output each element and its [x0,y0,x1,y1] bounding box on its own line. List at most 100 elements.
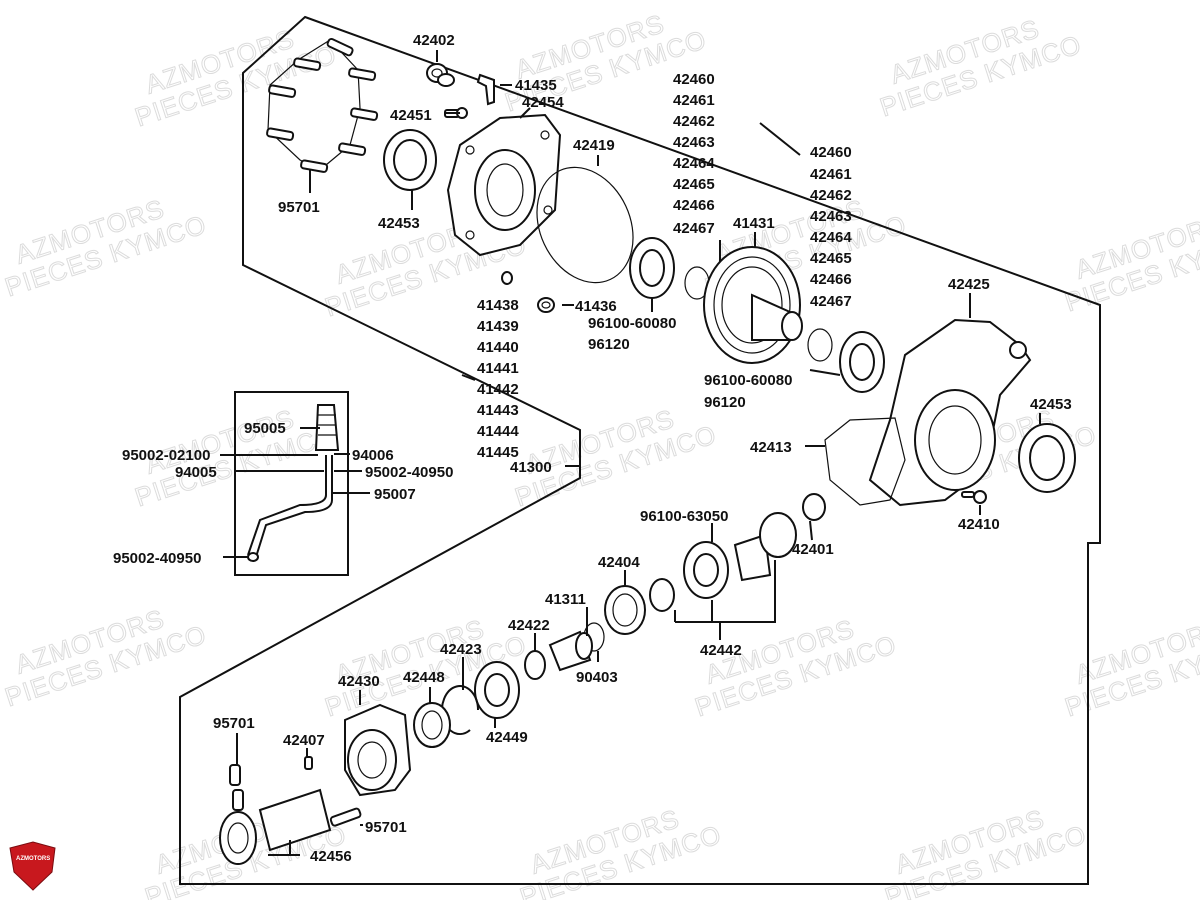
stack2-item: 42466 [810,271,852,288]
gasket-42413 [824,417,906,506]
stack3-item: 41445 [477,444,519,461]
leader-lines [220,50,1041,856]
nut-41436 [537,297,555,313]
stack2-item: 42467 [810,293,852,310]
stack3-item: 41444 [477,423,519,440]
bolt-ring-group [266,37,379,173]
breather-inset-box [234,391,349,576]
label-42413: 42413 [750,439,792,456]
label-42454: 42454 [522,94,564,111]
label-96120-right: 96120 [704,394,746,411]
pinion-gear [683,512,797,599]
label-95002-40950-bottom: 95002-40950 [113,550,201,567]
stack1-item: 42461 [673,92,715,109]
stack3-item: 41441 [477,360,519,377]
label-stack-1: 42460 42461 42462 42463 42464 42465 4246… [673,71,715,237]
stack3-item: 41438 [477,297,519,314]
label-42422: 42422 [508,617,550,634]
bearing-housing-42430 [344,703,412,797]
ring-gear [703,246,803,364]
washer-42422 [524,650,546,680]
label-96120-left: 96120 [588,336,630,353]
oil-seal-top [383,129,437,191]
label-42425: 42425 [948,276,990,293]
label-42448: 42448 [403,669,445,686]
shim-ring-right [807,328,833,362]
label-stack-3: 41438 41439 41440 41441 41442 41443 4144… [477,297,519,461]
label-42456: 42456 [310,848,352,865]
stack3-item: 41443 [477,402,519,419]
collar-42401 [802,493,826,521]
label-41431: 41431 [733,215,775,232]
o-ring-large [536,166,634,284]
label-95005: 95005 [244,420,286,437]
stack2-item: 42462 [810,187,852,204]
label-41435: 41435 [515,77,557,94]
label-42430: 42430 [338,673,380,690]
label-95002-02100: 95002-02100 [122,447,210,464]
label-42401: 42401 [792,541,834,558]
bearing-left [629,237,675,299]
bolts-95701-left [229,764,244,811]
stack3-item: 41442 [477,381,519,398]
stack1-item: 42465 [673,176,715,193]
label-95007: 95007 [374,486,416,503]
stack2-item: 42461 [810,166,852,183]
label-41311: 41311 [545,591,586,608]
breather-fitting [476,73,495,106]
label-42407: 42407 [283,732,325,749]
final-drive-cover [446,113,562,257]
label-stack-2: 42460 42461 42462 42463 42464 42465 4246… [810,144,852,310]
stack1-item: 42466 [673,197,715,214]
sleeve-41311 [548,630,593,672]
assembly-outline [179,15,1101,885]
stack3-item: 41439 [477,318,519,335]
dowel-42407 [304,756,313,770]
output-yoke-42456 [219,788,332,865]
label-95002-40950-top: 95002-40950 [365,464,453,481]
label-41436: 41436 [575,298,617,315]
stack3-item: 41440 [477,339,519,356]
label-94005: 94005 [175,464,217,481]
label-95701-top: 95701 [278,199,320,216]
label-42451: 42451 [390,107,432,124]
stack1-item: 42467 [673,220,715,237]
azmotors-logo: AZMOTORS [9,841,56,891]
seal-42448 [413,702,451,748]
label-90403: 90403 [576,669,618,686]
stack1-item: 42462 [673,113,715,130]
stack2-item: 42463 [810,208,852,225]
label-95701-left: 95701 [213,715,255,732]
bearing-right [839,331,885,393]
label-42423: 42423 [440,641,482,658]
stack2-item: 42465 [810,250,852,267]
label-42410: 42410 [958,516,1000,533]
washer-41438 [501,271,513,285]
label-96100-60080-right: 96100-60080 [704,372,792,389]
label-42404: 42404 [598,554,640,571]
stack1-item: 42464 [673,155,715,172]
stack1-item: 42463 [673,134,715,151]
label-96100-63050: 96100-63050 [640,508,728,525]
logo-text: AZMOTORS [16,856,50,862]
part-labels: 42402 41435 42451 42454 95701 42453 4241… [113,32,1072,865]
label-42453-top: 42453 [378,215,420,232]
label-42419: 42419 [573,137,615,154]
stack2-item: 42460 [810,144,852,161]
label-42449: 42449 [486,729,528,746]
spacer-ring [649,578,675,612]
bolt-42410 [961,490,987,504]
circlip-42423 [441,685,479,735]
label-42402: 42402 [413,32,455,49]
bearing-race-42404 [604,585,646,635]
stack1-item: 42460 [673,71,715,88]
label-42453-right: 42453 [1030,396,1072,413]
breather-hose-assembly [247,404,340,562]
logo-shield-icon [9,841,56,891]
stack2-item: 42464 [810,229,852,246]
bolt-95701-bottom [329,807,362,827]
bearing-42449 [474,661,520,719]
label-42442: 42442 [700,642,742,659]
drain-plug [426,63,455,87]
